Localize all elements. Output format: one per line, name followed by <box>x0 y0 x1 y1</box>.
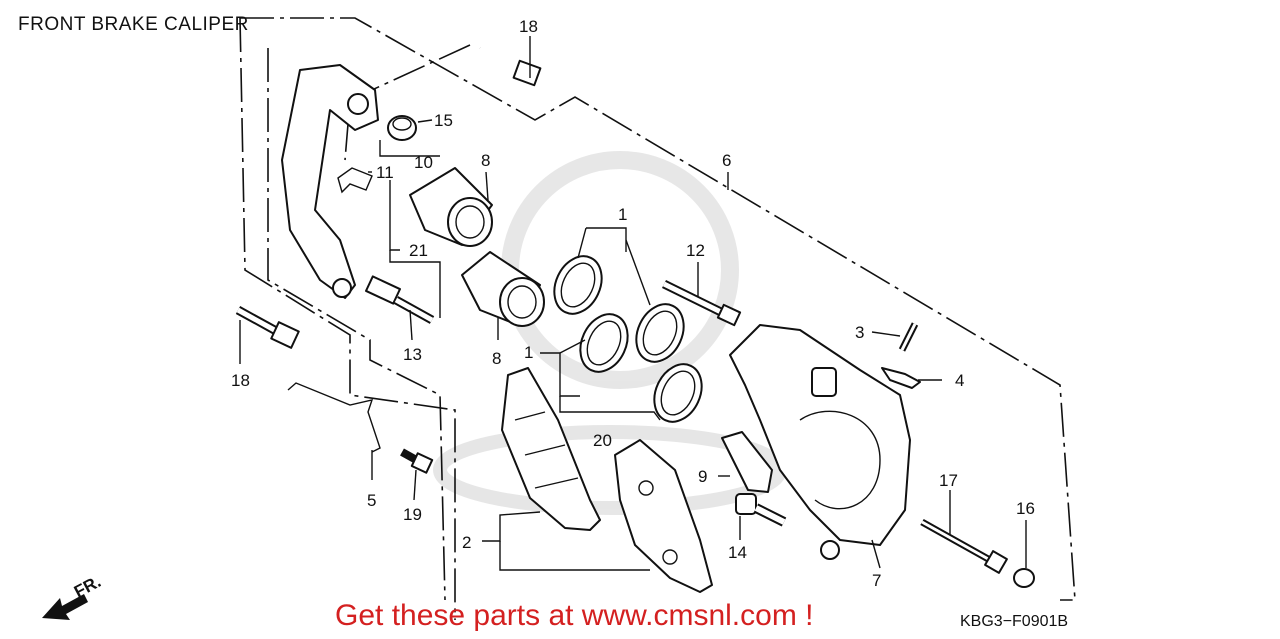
callout-13: 13 <box>403 345 422 364</box>
diagram-title: FRONT BRAKE CALIPER <box>18 14 249 35</box>
callout-8-upper: 8 <box>481 151 490 170</box>
caliper-ear <box>811 367 837 397</box>
pin-boot-15 <box>387 115 417 141</box>
seal-set-upper-1 <box>553 255 685 363</box>
callout-17: 17 <box>939 471 958 490</box>
bleeder-valve-3 <box>898 322 919 352</box>
boot-16 <box>1013 568 1035 588</box>
callout-9: 9 <box>698 467 707 486</box>
piston-lower-8 <box>461 251 545 327</box>
piston-upper-8 <box>409 167 493 247</box>
callout-3: 3 <box>855 323 864 342</box>
callout-16: 16 <box>1016 499 1035 518</box>
bracket-hole-upper <box>347 93 369 115</box>
callout-19: 19 <box>403 505 422 524</box>
group-outline-caliper-assy <box>240 17 1076 601</box>
callout-11: 11 <box>376 163 394 182</box>
parts-shop-link[interactable]: Get these parts at www.cmsnl.com ! <box>335 599 814 632</box>
slide-pin-13 <box>365 275 435 324</box>
caliper-body-cylinder <box>799 410 881 510</box>
pin-14 <box>735 493 787 527</box>
callout-18-left: 18 <box>231 371 250 390</box>
callout-1-upper: 1 <box>618 205 627 224</box>
leader-lines <box>239 36 1027 571</box>
group-outline-inner <box>267 48 446 601</box>
caliper-mount-hole <box>820 540 840 560</box>
bolt-18-left <box>235 306 300 349</box>
brake-pad-outer <box>614 439 713 593</box>
callout-14: 14 <box>728 543 747 562</box>
bleeder-bolt-19 <box>400 448 434 474</box>
pad-hole-lower <box>662 549 678 565</box>
pad-lining-grooves <box>514 411 579 489</box>
callout-1-lower: 1 <box>524 343 533 362</box>
caliper-body <box>729 324 911 546</box>
callout-7: 7 <box>872 571 881 590</box>
bracket-hole-lower <box>332 278 352 298</box>
callout-10: 10 <box>414 153 433 172</box>
callout-21: 21 <box>409 241 428 260</box>
pad-hole-upper <box>638 480 654 496</box>
caliper-bracket <box>281 64 379 299</box>
callout-18-top: 18 <box>519 17 538 36</box>
pad-pin-12 <box>662 279 742 327</box>
callout-15: 15 <box>434 111 453 130</box>
diagram-code: KBG3−F0901B <box>960 613 1069 630</box>
front-direction-label: FR. <box>71 572 104 602</box>
bleeder-cap-4 <box>881 367 921 389</box>
callout-8-lower: 8 <box>492 349 501 368</box>
callout-12: 12 <box>686 241 705 260</box>
slide-pin-17 <box>920 518 1008 574</box>
seal-set-lower-1 <box>579 313 703 423</box>
group-outline-bracket <box>239 17 456 620</box>
callout-2: 2 <box>462 533 471 552</box>
pad-spring-clip-11 <box>337 167 373 194</box>
bolt-18-top <box>478 45 542 87</box>
callout-6: 6 <box>722 151 731 170</box>
front-direction-arrow-icon: FR. <box>42 572 104 620</box>
callout-20: 20 <box>593 431 612 450</box>
callout-5: 5 <box>367 491 376 510</box>
pad-retainer-9 <box>721 431 773 493</box>
pad-spring-5 <box>287 382 381 453</box>
callout-4: 4 <box>955 371 964 390</box>
